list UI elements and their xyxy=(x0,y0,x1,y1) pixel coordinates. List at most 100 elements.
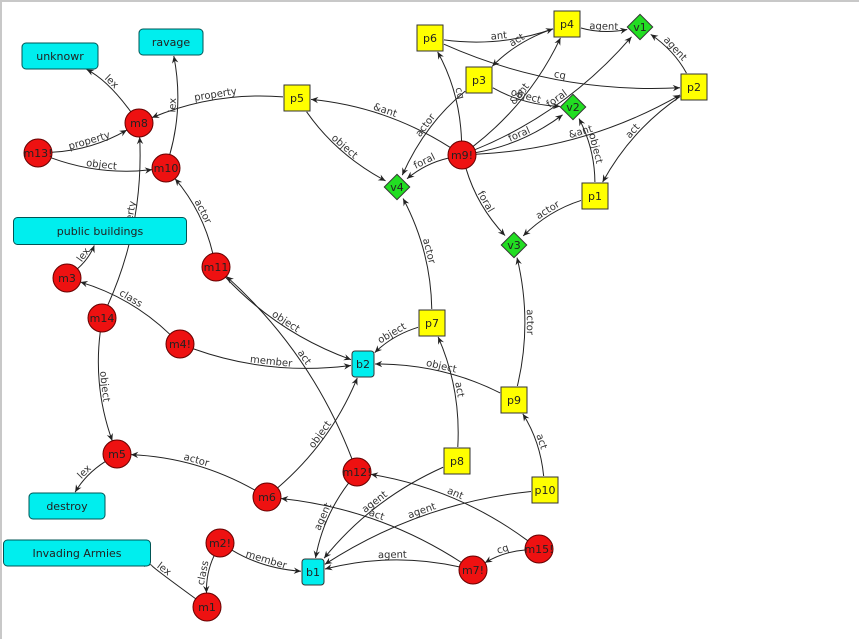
molecular-node-circle xyxy=(524,534,554,564)
edge-p2-v1: agent xyxy=(650,33,689,74)
edge-label: actor xyxy=(420,237,437,266)
edge-line xyxy=(374,360,501,394)
edge-line xyxy=(277,377,358,489)
node-label: v3 xyxy=(507,239,521,252)
node-b2[interactable]: b2 xyxy=(351,350,375,378)
node-m2[interactable]: m2! xyxy=(205,528,235,558)
edge-p6-p2: cq xyxy=(443,43,681,92)
node-v1[interactable]: v1 xyxy=(626,13,654,41)
node-p2[interactable]: p2 xyxy=(680,73,708,101)
node-p3[interactable]: p3 xyxy=(465,66,493,94)
edge-line xyxy=(313,482,349,559)
node-label: m7! xyxy=(462,564,484,577)
node-m15[interactable]: m15! xyxy=(524,534,554,564)
edge-label: ant xyxy=(490,30,507,43)
proposition-node-square xyxy=(418,309,446,337)
node-m14[interactable]: m14 xyxy=(87,303,117,333)
edge-line xyxy=(484,549,526,564)
edge-label: agent xyxy=(661,35,689,64)
edge-label: foral xyxy=(412,152,437,172)
edge-line xyxy=(475,114,563,154)
node-p1[interactable]: p1 xyxy=(581,182,609,210)
edge-label: object xyxy=(329,133,359,162)
edge-m12-b1: agent xyxy=(313,482,349,559)
molecular-node-circle xyxy=(458,555,488,585)
edge-label: agent xyxy=(378,550,407,561)
node-m12[interactable]: m12! xyxy=(342,457,372,487)
edge-label: actor xyxy=(182,452,211,470)
edge-m11-b2: object xyxy=(225,276,352,361)
node-p7[interactable]: p7 xyxy=(418,309,446,337)
node-public_buildings[interactable]: public buildings xyxy=(13,217,187,245)
edge-line xyxy=(522,199,582,237)
node-destroy[interactable]: destroy xyxy=(28,492,106,520)
node-m9[interactable]: m9! xyxy=(447,140,477,170)
node-label: m2! xyxy=(209,537,231,550)
edge-m9-v4: foral xyxy=(406,152,449,180)
node-v4[interactable]: v4 xyxy=(383,173,411,201)
node-ravage[interactable]: ravage xyxy=(138,28,204,56)
edge-line xyxy=(474,36,632,151)
node-m13[interactable]: m13! xyxy=(23,138,53,168)
edge-line xyxy=(475,94,681,155)
proposition-node-square xyxy=(531,476,559,504)
edge-line xyxy=(324,559,460,571)
edge-label: property xyxy=(67,130,111,153)
base-node-box xyxy=(301,558,325,586)
node-p8[interactable]: p8 xyxy=(443,447,471,475)
variable-node-diamond xyxy=(500,231,528,259)
node-unknown[interactable]: unknowr xyxy=(21,42,99,70)
edge-line xyxy=(401,90,466,176)
node-label: m15! xyxy=(524,543,553,556)
edge-line xyxy=(130,451,256,491)
node-m8[interactable]: m8 xyxy=(124,108,154,138)
edge-label: actor xyxy=(192,198,214,227)
node-invading_armies[interactable]: Invading Armies xyxy=(3,539,151,567)
edge-label: act xyxy=(452,381,466,398)
node-m4[interactable]: m4! xyxy=(165,329,195,359)
edge-label: object xyxy=(307,419,334,450)
lex-node-box xyxy=(3,539,151,567)
node-m1[interactable]: m1 xyxy=(192,592,222,622)
edge-label: object xyxy=(586,132,604,165)
node-v3[interactable]: v3 xyxy=(500,231,528,259)
node-m5[interactable]: m5 xyxy=(102,439,132,469)
node-m11[interactable]: m11 xyxy=(201,252,231,282)
node-m7[interactable]: m7! xyxy=(458,555,488,585)
edge-m9-v1: foral xyxy=(474,36,632,151)
node-p6[interactable]: p6 xyxy=(416,24,444,52)
edge-line xyxy=(602,96,681,183)
node-p10[interactable]: p10 xyxy=(531,476,559,504)
node-m6[interactable]: m6 xyxy=(252,482,282,512)
edge-p4-v1: agent xyxy=(580,21,628,35)
molecular-node-circle xyxy=(124,108,154,138)
node-m3[interactable]: m3 xyxy=(52,263,82,293)
edge-label: object xyxy=(376,321,408,346)
edge-p1-v3: actor xyxy=(522,199,582,237)
edge-line xyxy=(650,33,687,74)
node-v2[interactable]: v2 xyxy=(559,93,587,121)
node-label: m8 xyxy=(130,117,148,130)
node-p4[interactable]: p4 xyxy=(553,10,581,38)
edge-label: cq xyxy=(553,69,567,82)
edge-line xyxy=(74,461,106,493)
node-p9[interactable]: p9 xyxy=(500,386,528,414)
edge-label: lex xyxy=(75,246,93,264)
edge-line xyxy=(515,257,526,387)
edge-line xyxy=(406,157,449,180)
edge-line xyxy=(324,490,532,565)
node-label: public buildings xyxy=(57,225,144,238)
edge-label: lex xyxy=(102,73,120,91)
edge-line xyxy=(97,331,113,441)
proposition-node-square xyxy=(680,73,708,101)
node-label: v2 xyxy=(566,101,580,114)
edge-line xyxy=(437,336,459,448)
molecular-node-circle xyxy=(342,457,372,487)
node-p5[interactable]: p5 xyxy=(283,84,311,112)
molecular-node-circle xyxy=(447,140,477,170)
edge-line xyxy=(50,157,153,174)
node-b1[interactable]: b1 xyxy=(301,558,325,586)
edge-label: agent xyxy=(589,21,618,33)
node-label: destroy xyxy=(46,500,88,513)
node-m10[interactable]: m10 xyxy=(151,153,181,183)
